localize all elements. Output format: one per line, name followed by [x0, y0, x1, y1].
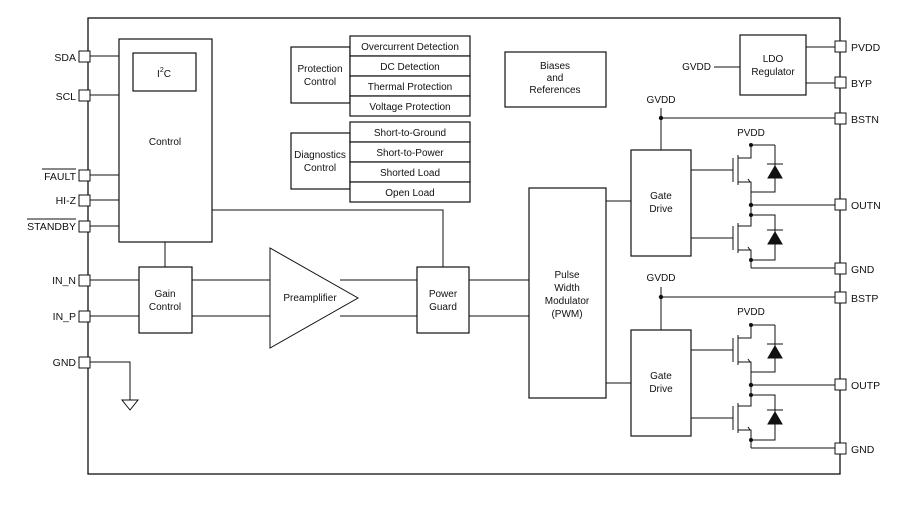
pwm-label-1: Pulse: [554, 270, 579, 281]
pin-bstn: BSTN: [834, 112, 879, 126]
pin-gnd-right-2: GND: [834, 442, 875, 456]
pin-byp-label: BYP: [851, 78, 872, 90]
gvdd-label-n: GVDD: [647, 95, 676, 106]
diagnostics-item: Shorted Load: [380, 168, 440, 179]
ldo-regulator: LDO Regulator GVDD: [682, 34, 835, 96]
power-guard: Power Guard: [416, 266, 470, 334]
power-guard-label-1: Power: [429, 289, 458, 300]
control-label: Control: [149, 137, 181, 148]
gvdd-label-p: GVDD: [647, 273, 676, 284]
diagnostics-item: Short-to-Ground: [374, 128, 446, 139]
diagnostics-title-2: Control: [304, 163, 336, 174]
gate-drive-p-label-2: Drive: [649, 384, 673, 395]
ground-symbol: [90, 361, 140, 411]
pin-outn: OUTN: [834, 198, 881, 212]
gate-drive-p: [630, 329, 692, 437]
diagnostics-item: Open Load: [385, 188, 435, 199]
gate-drive-p-label-1: Gate: [650, 371, 672, 382]
pin-standby: STANDBY: [27, 218, 91, 233]
control-block: I2C Control: [118, 38, 213, 243]
ldo-label-2: Regulator: [751, 67, 795, 78]
protection-item: DC Detection: [380, 62, 439, 73]
pwm-label-2: Width: [554, 283, 580, 294]
diagnostics-control: Diagnostics Control Short-to-Ground Shor…: [290, 121, 471, 203]
protection-item: Voltage Protection: [369, 102, 450, 113]
gain-label-2: Control: [149, 302, 181, 313]
pin-byp: BYP: [834, 76, 872, 90]
pin-bstp: BSTP: [834, 291, 878, 305]
diagnostics-title-1: Diagnostics: [294, 150, 346, 161]
pwm-block: Pulse Width Modulator (PWM): [528, 187, 607, 399]
pin-in-p: IN_P: [53, 310, 91, 323]
preamp-label: Preamplifier: [283, 293, 337, 304]
pin-fault: FAULT: [42, 168, 91, 183]
pin-hiz-label: HI-Z: [56, 195, 77, 207]
pin-fault-label: FAULT: [44, 171, 76, 183]
gate-drive-n: [630, 149, 692, 257]
i2c-label: I2C: [157, 67, 171, 80]
pin-in-p-label: IN_P: [53, 311, 76, 323]
gain-control: Gain Control: [138, 266, 193, 334]
protection-title-2: Control: [304, 77, 336, 88]
gain-label-1: Gain: [154, 289, 175, 300]
pin-standby-label: STANDBY: [27, 221, 76, 233]
pin-scl: SCL: [56, 89, 91, 103]
pin-sda-label: SDA: [54, 52, 76, 64]
pvdd-label-p: PVDD: [737, 307, 765, 318]
protection-title-1: Protection: [297, 64, 342, 75]
right-pins: PVDD BYP BSTN OUTN GND BSTP OUTP GND: [834, 40, 881, 456]
biases-block: Biases and References: [504, 51, 607, 108]
pin-in-n-label: IN_N: [52, 275, 76, 287]
pin-gnd-left: GND: [53, 356, 91, 369]
diagnostics-item: Short-to-Power: [376, 148, 444, 159]
gate-drive-n-label-2: Drive: [649, 204, 673, 215]
pwm-label-4: (PWM): [551, 309, 582, 320]
pin-scl-label: SCL: [56, 91, 77, 103]
pin-outn-label: OUTN: [851, 200, 881, 212]
protection-control: Protection Control Overcurrent Detection…: [290, 35, 471, 117]
output-stage-p: GVDD Gate Drive PVDD: [630, 273, 835, 449]
pin-gnd-right-2-label: GND: [851, 444, 875, 456]
chip-outline: [87, 17, 841, 475]
protection-item: Overcurrent Detection: [361, 42, 459, 53]
biases-label-2: and: [547, 73, 564, 84]
gate-drive-n-label-1: Gate: [650, 191, 672, 202]
pin-sda: SDA: [54, 50, 91, 64]
power-guard-label-2: Guard: [429, 302, 457, 313]
pin-in-n: IN_N: [52, 274, 91, 287]
biases-label-3: References: [529, 85, 580, 96]
pin-gnd-left-label: GND: [53, 357, 77, 369]
preamplifier: Preamplifier: [269, 247, 360, 349]
ldo-gvdd-label: GVDD: [682, 62, 711, 73]
biases-label-1: Biases: [540, 61, 570, 72]
pin-outp-label: OUTP: [851, 380, 880, 392]
pin-hiz: HI-Z: [56, 194, 91, 207]
pin-gnd-right-1-label: GND: [851, 264, 875, 276]
output-stage-n: GVDD Gate Drive PVDD: [630, 95, 835, 269]
ldo-label-1: LDO: [763, 54, 784, 65]
pwm-label-3: Modulator: [545, 296, 590, 307]
pvdd-label-n: PVDD: [737, 128, 765, 139]
protection-item: Thermal Protection: [368, 82, 452, 93]
pin-bstp-label: BSTP: [851, 293, 878, 305]
i2c-block: [132, 52, 197, 92]
pin-gnd-right-1: GND: [834, 262, 875, 276]
pin-pvdd-label: PVDD: [851, 42, 881, 54]
left-pins: SDA SCL FAULT HI-Z STANDBY IN_N IN_P: [27, 50, 91, 369]
pin-outp: OUTP: [834, 378, 880, 392]
pin-bstn-label: BSTN: [851, 114, 879, 126]
pin-pvdd: PVDD: [834, 40, 881, 54]
